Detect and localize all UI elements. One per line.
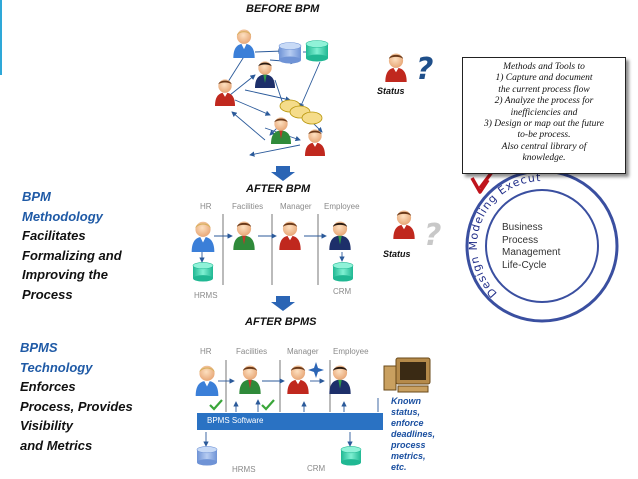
callout-line-5: inefficiencies and xyxy=(510,107,578,118)
after-bpm-hr-person-icon xyxy=(191,221,215,252)
methodology-line-3: Facilitates xyxy=(22,228,86,243)
before-manager-person-icon xyxy=(215,79,235,106)
known-line-5: process xyxy=(391,440,426,450)
after-bpms-role-employee: Employee xyxy=(333,347,369,356)
checkmark-icon-hr xyxy=(209,399,223,411)
methodology-line-2: Methodology xyxy=(22,208,103,224)
question-mark-icon-after: ? xyxy=(424,218,442,253)
technology-line-5: Visibility xyxy=(20,418,73,433)
technology-line-4: Process, Provides xyxy=(20,398,133,414)
lifecycle-center-line-2: Process xyxy=(502,234,539,246)
known-status-text: Known status, enforce deadlines, process… xyxy=(391,396,435,473)
after-bpm-facilities-person-icon xyxy=(233,221,255,250)
methodology-line-5: Improving the xyxy=(22,267,108,282)
after-bpm-hrms-database-icon xyxy=(192,262,214,282)
after-bpm-crm-database-icon xyxy=(332,262,354,282)
before-documents-icon xyxy=(279,99,323,125)
status-person-icon-after xyxy=(393,210,415,239)
after-bpms-manager-person-icon xyxy=(287,365,309,394)
methodology-text: BPM Methodology Facilitates Formalizing … xyxy=(22,187,122,304)
callout-line-1: Methods and Tools to xyxy=(503,62,585,72)
after-bpm-title: AFTER BPM xyxy=(246,183,311,195)
down-arrow-icon-2 xyxy=(271,296,295,311)
known-line-6: metrics, xyxy=(391,451,426,461)
status-label-after: Status xyxy=(383,249,411,259)
callout-line-8: Also central library of xyxy=(501,141,587,152)
bpms-software-bar: BPMS Software xyxy=(197,413,383,430)
after-bpm-employee-person-icon xyxy=(329,221,351,250)
status-person-icon-before xyxy=(385,53,407,82)
sparkle-icon xyxy=(308,362,324,378)
after-bpm-lanes xyxy=(222,214,319,285)
methodology-line-4: Formalizing and xyxy=(22,247,122,263)
callout-line-3: the current process flow xyxy=(498,84,590,95)
after-bpms-crm-label: CRM xyxy=(307,464,326,473)
after-bpm-role-employee: Employee xyxy=(324,202,360,211)
known-line-4: deadlines, xyxy=(391,429,436,439)
before-employee-person-icon xyxy=(255,61,275,88)
technology-line-2: Technology xyxy=(20,359,93,375)
before-manager2-person-icon xyxy=(305,129,325,156)
after-bpms-crm-database-icon xyxy=(340,446,362,466)
technology-line-6: and Metrics xyxy=(20,437,93,453)
after-bpm-role-facilities: Facilities xyxy=(232,202,264,211)
methods-callout-box: Methods and Tools to 1) Capture and docu… xyxy=(462,57,626,174)
after-bpm-role-manager: Manager xyxy=(280,202,312,211)
computer-monitor-icon xyxy=(383,357,431,393)
known-line-1: Known xyxy=(391,396,421,406)
known-line-7: etc. xyxy=(391,462,407,472)
before-hr-person-icon xyxy=(233,29,255,58)
known-line-2: status, xyxy=(391,407,421,417)
after-bpms-hrms-label: HRMS xyxy=(232,465,256,474)
technology-text: BPMS Technology Enforces Process, Provid… xyxy=(20,338,133,455)
before-bpm-title: BEFORE BPM xyxy=(246,3,320,15)
technology-line-3: Enforces xyxy=(20,379,76,394)
after-bpms-role-manager: Manager xyxy=(287,347,319,356)
before-hrms-database-icon xyxy=(278,42,302,64)
left-edge-accent xyxy=(0,0,2,75)
callout-line-7: to-be process. xyxy=(517,130,571,141)
after-bpm-flow xyxy=(199,233,345,263)
question-mark-icon-before: ? xyxy=(416,52,434,87)
lifecycle-center-label: Business Process Management Life-Cycle xyxy=(502,222,560,272)
after-bpms-hr-person-icon xyxy=(195,365,219,396)
lifecycle-center-line-3: Management xyxy=(502,247,561,258)
after-bpm-crm-label: CRM xyxy=(333,287,352,296)
callout-line-2: 1) Capture and document xyxy=(495,73,593,84)
lifecycle-center-line-4: Life-Cycle xyxy=(502,259,547,271)
known-line-3: enforce xyxy=(391,418,424,428)
after-bpm-manager-person-icon xyxy=(279,221,301,250)
after-bpm-role-hr: HR xyxy=(200,202,212,211)
callout-line-4: 2) Analyze the process for xyxy=(494,96,594,107)
status-label-before: Status xyxy=(377,86,405,96)
after-bpms-title: AFTER BPMS xyxy=(245,316,317,328)
technology-line-1: BPMS xyxy=(20,340,58,355)
after-bpms-role-facilities: Facilities xyxy=(236,347,268,356)
callout-line-6: 3) Design or map out the future xyxy=(484,119,604,130)
lifecycle-center-line-1: Business xyxy=(502,222,543,233)
down-arrow-icon-1 xyxy=(271,166,295,181)
after-bpm-hrms-label: HRMS xyxy=(194,291,218,300)
after-bpms-lanes xyxy=(225,360,331,412)
after-bpms-employee-person-icon xyxy=(329,365,351,394)
checkmark-icon-facilities xyxy=(261,399,275,411)
methodology-line-6: Process xyxy=(22,286,73,302)
before-crm-database-icon xyxy=(305,40,329,62)
after-bpms-role-hr: HR xyxy=(200,347,212,356)
callout-line-9: knowledge. xyxy=(522,153,566,164)
after-bpms-facilities-person-icon xyxy=(239,365,261,394)
after-bpms-hrms-database-icon xyxy=(196,446,218,466)
methodology-line-1: BPM xyxy=(22,189,51,204)
after-bpms-flow xyxy=(203,378,379,447)
